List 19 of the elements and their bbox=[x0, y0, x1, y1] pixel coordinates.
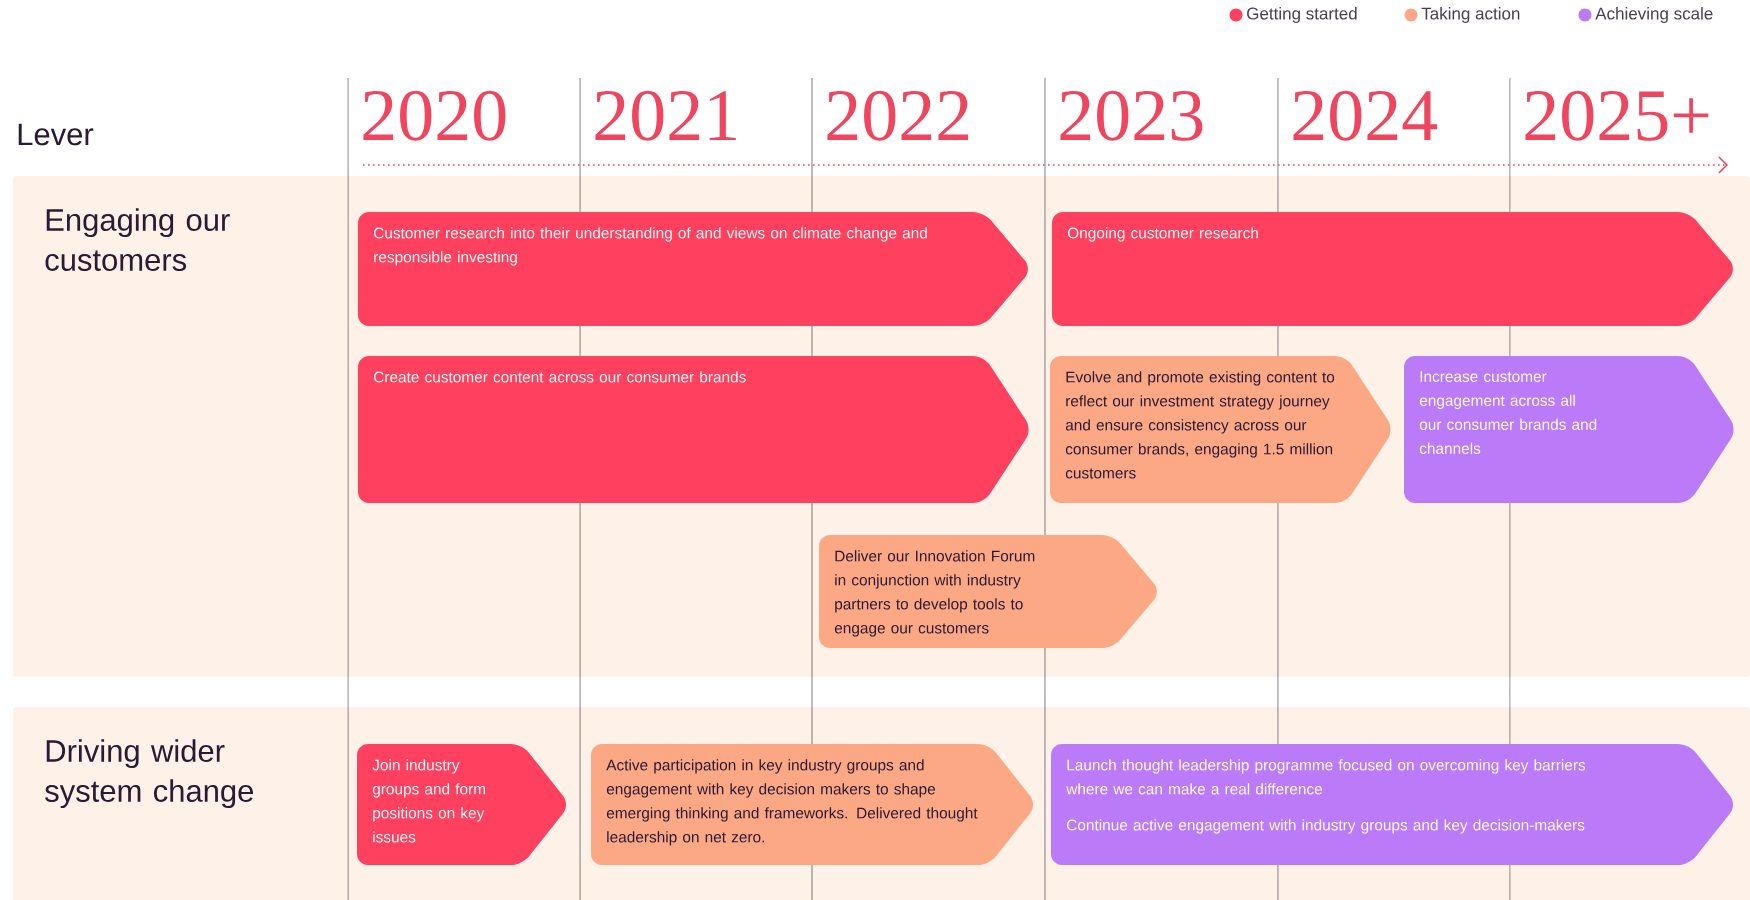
activity-tag: Create customer content across our consumer brands bbox=[358, 356, 1029, 503]
activity-tag: Increase customer engagement across all our consumer brands and channels bbox=[1404, 356, 1734, 503]
legend-label: Taking action bbox=[1421, 7, 1520, 23]
activity-tag: Join industry groups and form positions on key issues bbox=[357, 744, 566, 865]
activity-tag: Customer research into their understanding of and views on climate change and responsible investing bbox=[358, 212, 1028, 326]
column-heading: Lever bbox=[18, 123, 94, 146]
year-label: 2025+ bbox=[1525, 90, 1709, 141]
year-label: 2022 bbox=[827, 90, 969, 141]
activity-tag: Active participation in key industry groups and engagement with key decision makers to shape emerging thinking and frameworks. Delivered thought leadership on net zero. bbox=[591, 744, 1033, 865]
legend-label: Getting started bbox=[1247, 7, 1357, 23]
year-label: 2020 bbox=[363, 90, 506, 141]
activity-tag: Ongoing customer research bbox=[1052, 212, 1733, 326]
year-label: 2024 bbox=[1293, 90, 1438, 141]
activity-tag: Evolve and promote existing content to reflect our investment strategy journey and ensure consistency across our consumer brands, engaging 1.5 million customers bbox=[1050, 356, 1391, 503]
activity-tag: Launch thought leadership programme focused on overcoming key barriers where we can make a real difference Continue active engagement with industry groups and key decision-makers bbox=[1051, 744, 1733, 865]
activity-tag: Deliver our Innovation Forum in conjunction with industry partners to develop tools to engage our customers bbox=[819, 535, 1157, 648]
legend-label: Achieving scale bbox=[1595, 7, 1713, 23]
year-label: 2023 bbox=[1060, 90, 1203, 141]
year-label: 2021 bbox=[595, 90, 736, 141]
